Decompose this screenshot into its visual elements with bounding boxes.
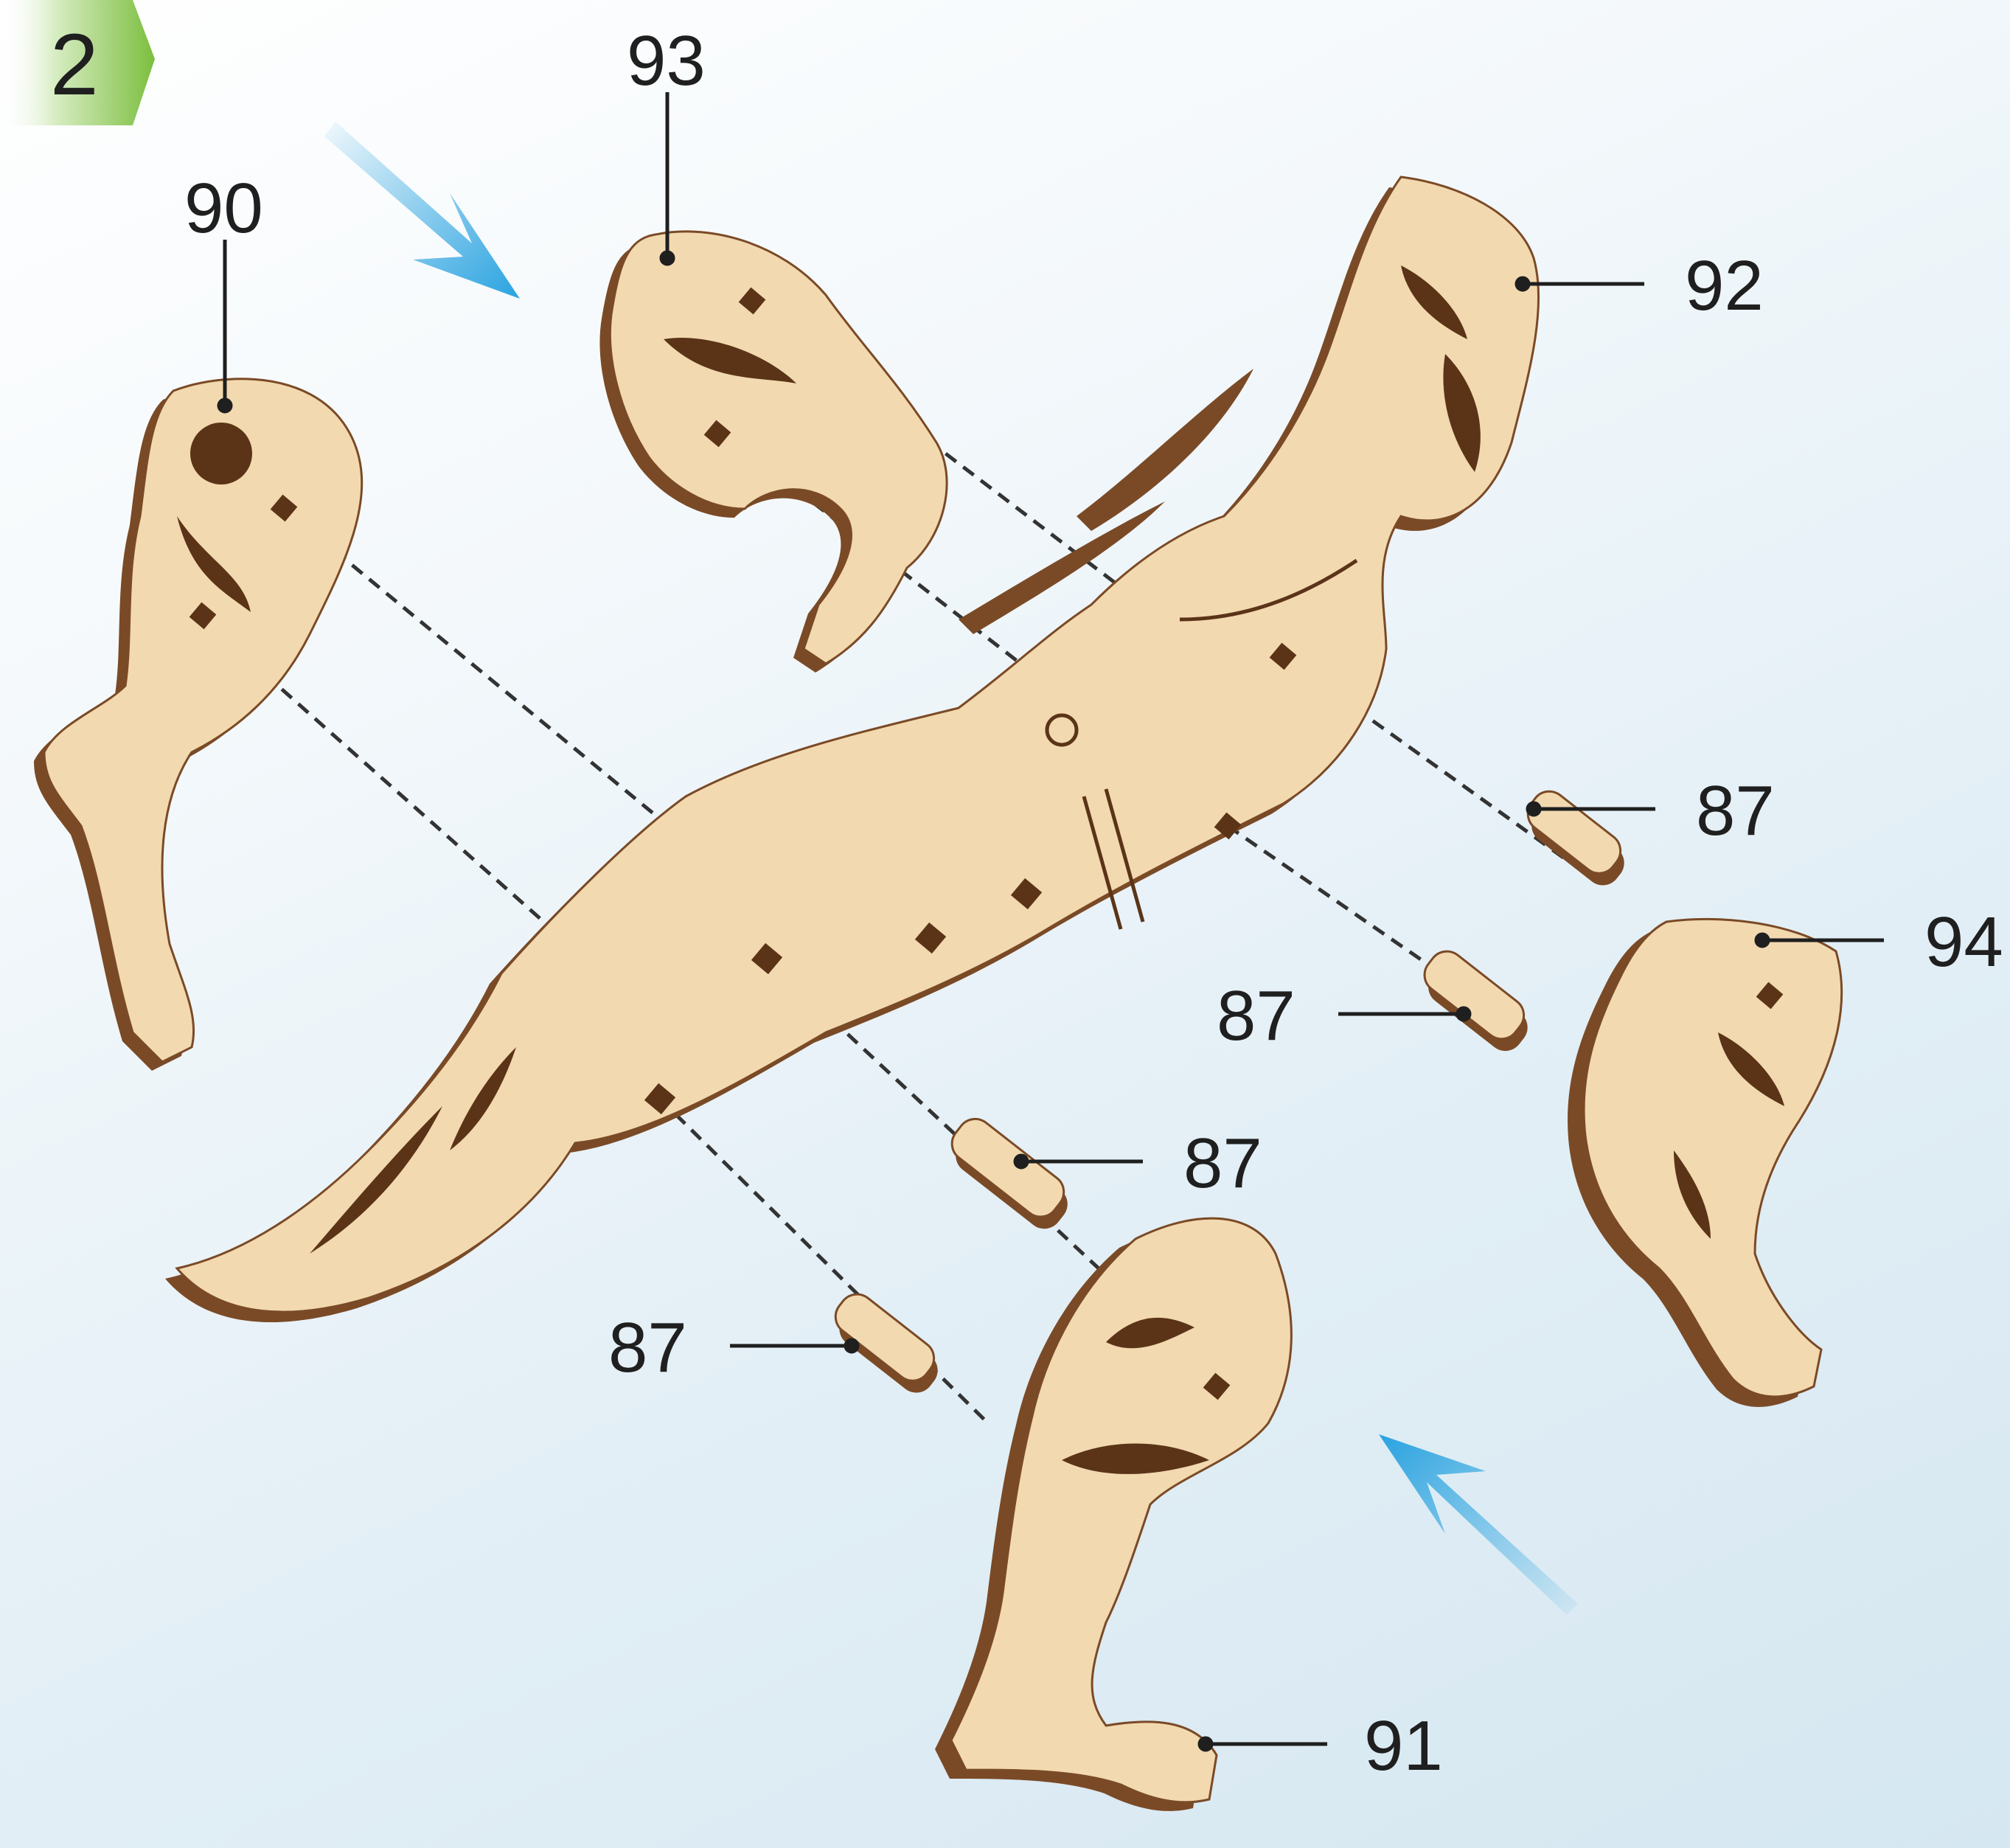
part-label-94: 94: [1924, 903, 2003, 982]
direction-arrow-top-icon: [324, 122, 520, 299]
connector-peg-1: [1521, 785, 1632, 893]
step-number: 2: [50, 16, 99, 114]
part-label-87-a: 87: [1696, 771, 1775, 850]
part-label-92: 92: [1685, 246, 1764, 325]
connector-peg-3: [945, 1112, 1074, 1236]
direction-arrow-bottom-icon: [1379, 1434, 1578, 1615]
part-label-87-b: 87: [1217, 976, 1296, 1055]
step-badge: 2: [0, 0, 155, 125]
connector-peg-2: [1417, 944, 1534, 1057]
part-label-91: 91: [1364, 1706, 1443, 1785]
hind-leg-part-94: [1568, 919, 1842, 1407]
part-label-87-d: 87: [608, 1308, 687, 1387]
front-leg-part-90: [34, 379, 362, 1071]
part-label-93: 93: [627, 21, 706, 100]
part-label-90: 90: [184, 169, 263, 248]
hind-leg-part-91: [935, 1218, 1291, 1811]
front-leg-part-93: [599, 232, 947, 673]
part-label-87-c: 87: [1183, 1124, 1262, 1203]
